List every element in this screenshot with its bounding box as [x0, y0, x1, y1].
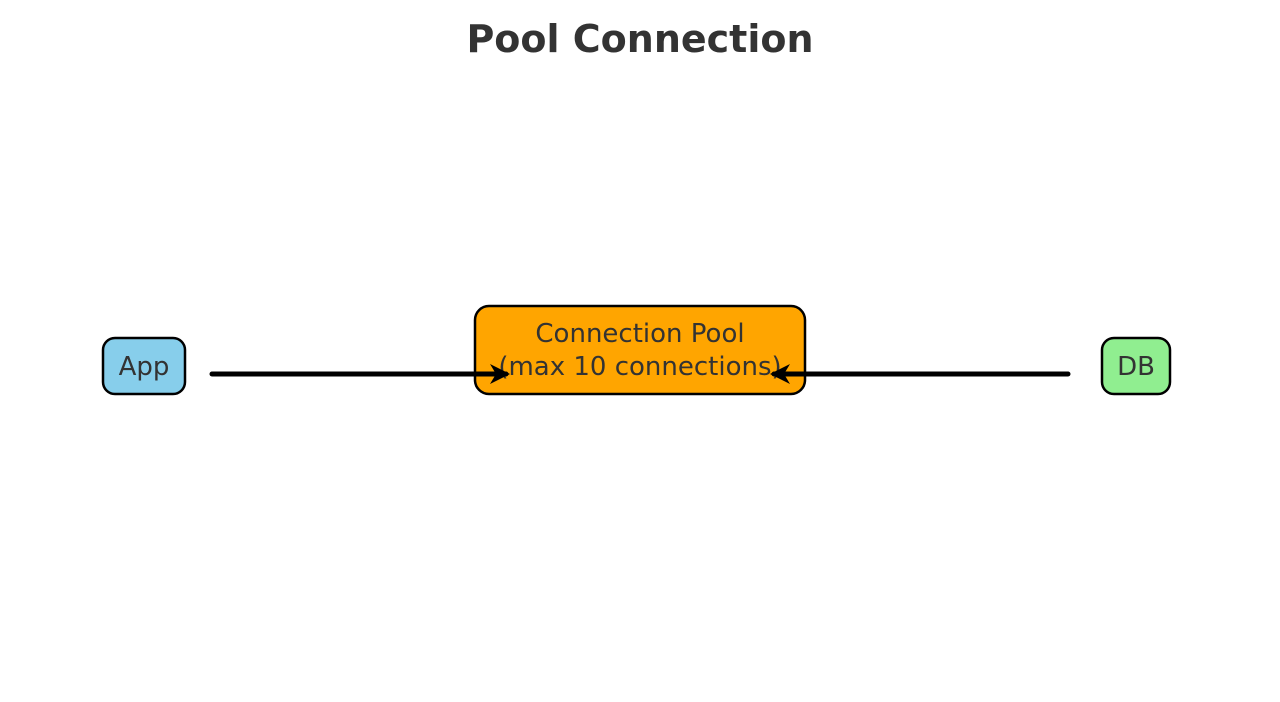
connection-pool-node-box	[473, 304, 807, 396]
app-node: App	[101, 336, 187, 396]
diagram-title: Pool Connection	[466, 17, 813, 61]
db-node-label: DB	[1117, 352, 1155, 382]
connection-pool-label-line1: Connection Pool	[535, 319, 744, 349]
db-node: DB	[1100, 336, 1172, 396]
connection-pool-label-line2: (max 10 connections)	[498, 352, 781, 382]
db-node-box	[1100, 336, 1172, 396]
app-node-label: App	[119, 352, 170, 382]
app-node-box	[101, 336, 187, 396]
connection-pool-node: Connection Pool (max 10 connections)	[473, 304, 807, 396]
